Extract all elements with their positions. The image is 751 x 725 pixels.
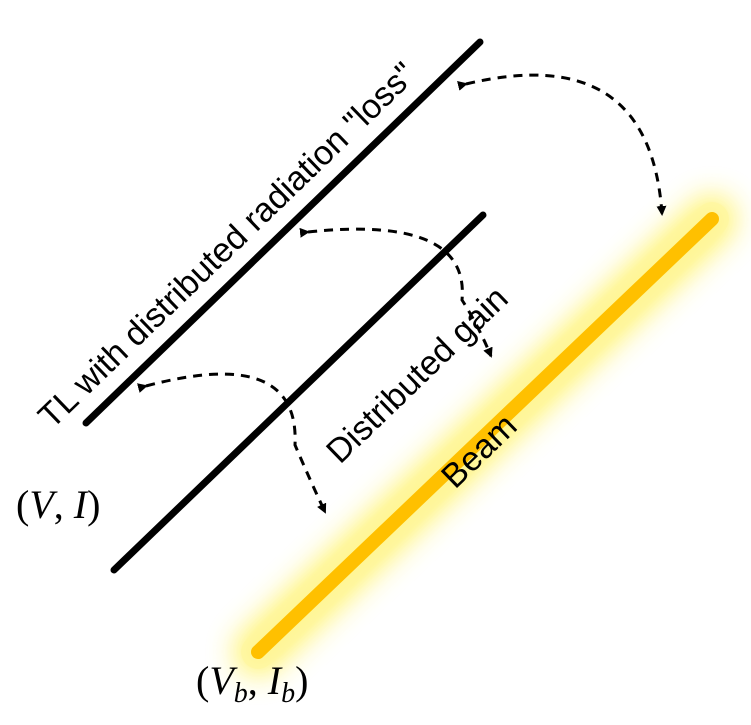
tl-var-v: V — [29, 482, 58, 527]
coupling-arrow-top — [457, 73, 667, 216]
beam-line — [251, 212, 719, 659]
tl-var-comma: , — [54, 482, 74, 527]
beam-var-i: I — [267, 658, 283, 703]
beam-variables: (Vb, Ib) — [196, 658, 308, 709]
tl-var-i: I — [73, 482, 89, 527]
tl-var-close: ) — [87, 482, 100, 527]
beam-var-vsub: b — [234, 678, 248, 709]
beam-var-open: ( — [196, 658, 209, 703]
beam-var-v: V — [209, 658, 238, 703]
beam-var-isub: b — [281, 678, 295, 709]
beam-var-close: ) — [295, 658, 308, 703]
tl-var-open: ( — [16, 482, 29, 527]
tl-label: TL with distributed radiation "loss" — [31, 55, 423, 436]
coupling-arrow-middle — [299, 227, 493, 358]
beam-var-comma: , — [248, 658, 268, 703]
tl-upper-line — [82, 38, 484, 427]
tl-variables: (V, I) — [16, 482, 100, 527]
coupling-arrow-bottom — [136, 372, 327, 514]
